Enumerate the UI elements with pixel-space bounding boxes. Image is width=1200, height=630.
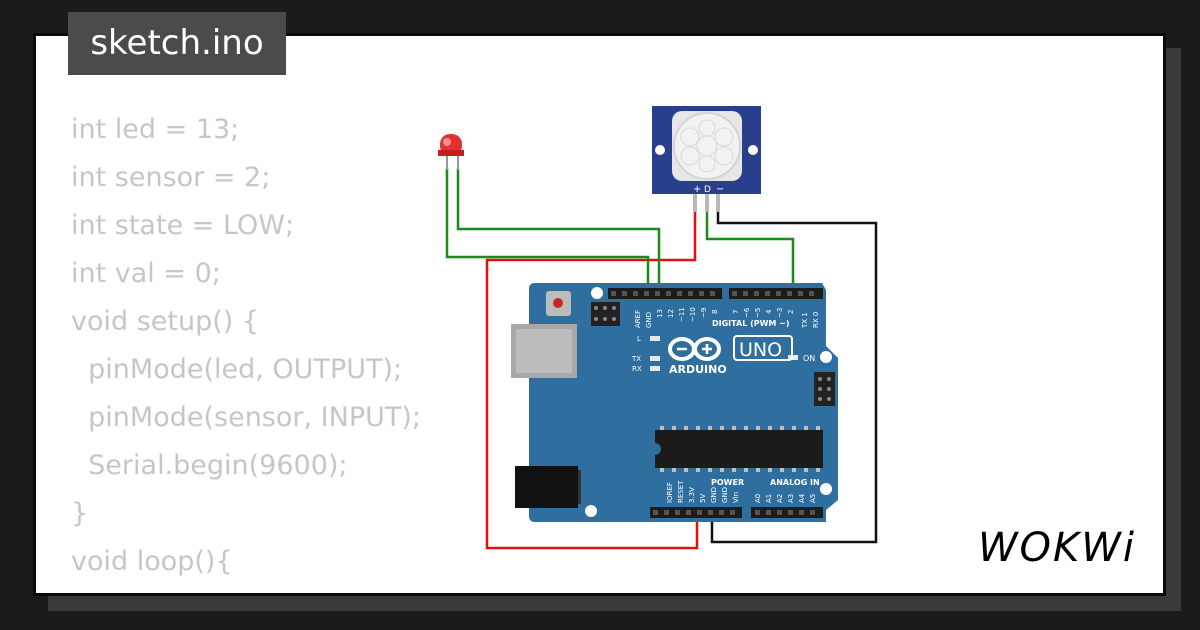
pin-label: GND <box>721 487 729 503</box>
analog-label: ANALOG IN <box>770 478 820 487</box>
pir-sensor[interactable]: + D − <box>652 106 761 212</box>
digital-label: DIGITAL (PWM ~) <box>712 319 790 328</box>
atmega-chip <box>655 430 823 468</box>
code-line: void loop(){ <box>71 546 233 577</box>
pin-label: 12 <box>667 309 675 318</box>
wokwi-logo: WOKWi <box>978 525 1136 571</box>
model-label: UNO <box>739 339 782 361</box>
code-block: int led = 13; int sensor = 2; int state … <box>71 106 421 586</box>
digital-header-left <box>608 288 722 299</box>
tx-led-label: TX <box>631 355 641 363</box>
pin-label: ~3 <box>776 308 784 318</box>
pin-label: AREF <box>634 310 642 328</box>
code-line: int sensor = 2; <box>71 162 271 193</box>
pin-label: A2 <box>776 494 784 503</box>
pin-label: Vin <box>732 492 740 503</box>
code-line: pinMode(led, OUTPUT); <box>71 354 403 385</box>
power-label: POWER <box>711 478 744 487</box>
code-line: void setup() { <box>71 306 260 337</box>
code-line: Serial.begin(9600); <box>71 450 348 481</box>
red-led[interactable] <box>438 134 464 170</box>
code-line: int val = 0; <box>71 258 221 289</box>
pin-label: A3 <box>787 494 795 503</box>
pir-pin-label: − <box>716 184 724 195</box>
wire-green-pir-d2 <box>705 210 795 292</box>
pin-label: 3.3V <box>688 487 696 503</box>
pin-label: GND <box>710 487 718 503</box>
pin-label: 5V <box>699 494 707 503</box>
rx-led-label: RX <box>632 365 642 373</box>
code-line: } <box>71 498 89 529</box>
pin-label: ~10 <box>689 307 697 322</box>
pin-label: A0 <box>754 494 762 503</box>
pin-label: TX 1 <box>801 312 809 329</box>
pin-label: RESET <box>677 480 685 503</box>
pin-label: ~11 <box>678 307 686 322</box>
power-header <box>650 507 742 518</box>
arduino-logo-icon <box>668 337 721 361</box>
code-line: int state = LOW; <box>71 210 295 241</box>
pin-label: 2 <box>787 310 795 314</box>
brand-label: ARDUINO <box>669 363 727 376</box>
pir-pin-label: D <box>704 185 711 195</box>
code-line: int led = 13; <box>71 114 240 145</box>
pin-label: A1 <box>765 494 773 503</box>
pin-label: 7 <box>732 310 740 314</box>
pin-label: ~9 <box>700 308 708 318</box>
code-line: pinMode(sensor, INPUT); <box>71 402 421 433</box>
pin-label: IOREF <box>666 482 674 503</box>
pin-label: ~5 <box>754 308 762 318</box>
pir-pin-label: + <box>693 184 701 195</box>
power-jack <box>515 466 578 508</box>
wire-green-led-gnd <box>445 168 650 292</box>
on-led-label: ON <box>803 354 815 363</box>
pin-label: A5 <box>809 494 817 503</box>
pin-label: RX 0 <box>812 312 820 328</box>
l-led-label: L <box>637 335 641 343</box>
pin-label: A4 <box>798 493 806 503</box>
wire-black-gnd <box>710 210 878 544</box>
arduino-uno-board[interactable]: AREF GND 13 12 ~11 ~10 ~9 8 7 ~6 ~5 4 ~3… <box>511 283 838 522</box>
file-title: sketch.ino <box>68 12 286 75</box>
pin-label: 13 <box>656 309 664 318</box>
wire-red-5v <box>485 210 699 550</box>
pin-label: 4 <box>765 309 773 314</box>
pin-label: GND <box>645 312 653 328</box>
pin-label: 8 <box>711 310 719 314</box>
pin-label: ~6 <box>743 307 751 318</box>
analog-header <box>751 507 823 518</box>
wire-green-led-13 <box>456 168 661 292</box>
